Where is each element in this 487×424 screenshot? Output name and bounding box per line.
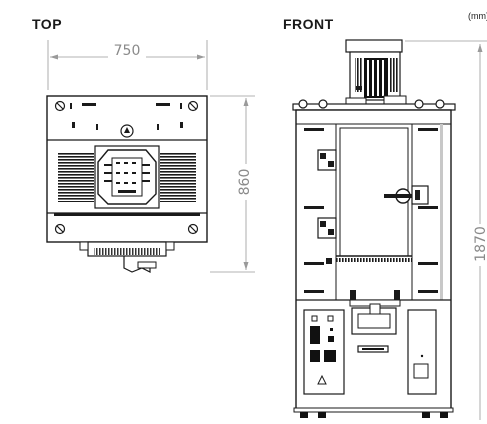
front-view-machine <box>292 39 456 418</box>
top-depth-value: 860 <box>237 169 253 196</box>
screw-icon <box>54 100 199 235</box>
top-view-title: TOP <box>32 16 63 32</box>
top-depth-dimension: 860 <box>210 95 255 273</box>
front-height-value: 1870 <box>473 226 487 262</box>
caster-icon <box>300 412 448 418</box>
front-view-title: FRONT <box>283 16 334 32</box>
door-handle-icon <box>384 185 429 205</box>
unit-label: (mm) <box>468 11 487 21</box>
top-width-dimension: 750 <box>47 40 208 90</box>
top-width-value: 750 <box>114 43 141 59</box>
hinge-icon <box>317 149 337 239</box>
front-height-dimension: 1870 <box>405 40 487 420</box>
top-view-machine <box>46 95 208 273</box>
